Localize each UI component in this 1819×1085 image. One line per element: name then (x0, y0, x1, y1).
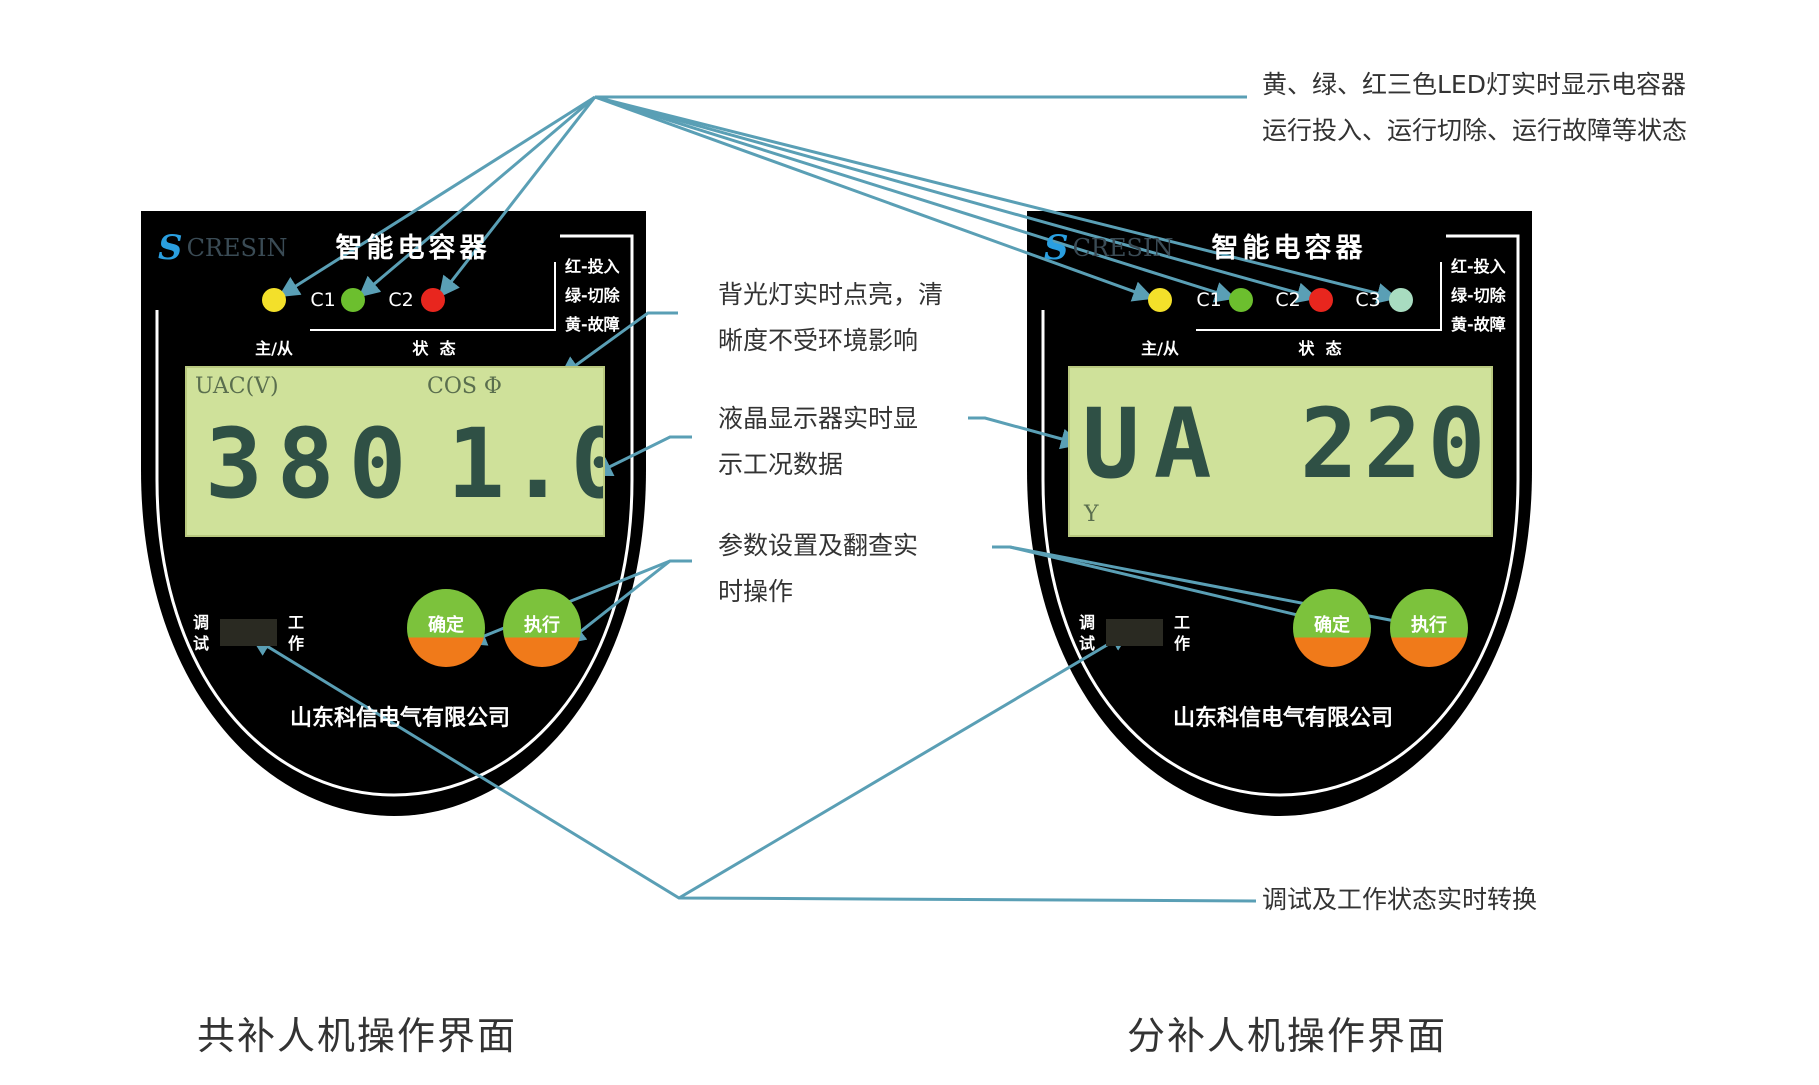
lcd-value-cos: 1.00 (447, 408, 603, 520)
annotation-params: 参数设置及翻查实 时操作 (718, 523, 918, 615)
led-c1-green (1229, 288, 1253, 312)
confirm-button[interactable]: 确定 (1293, 589, 1371, 667)
master-slave-label: 主/从 (255, 339, 293, 358)
led-legend: 红-投入 绿-切除 黄-故障 (565, 252, 620, 339)
switch-label-debug: 调试 (1079, 613, 1096, 653)
annotation-switch: 调试及工作状态实时转换 (1262, 877, 1537, 923)
execute-button[interactable]: 执行 (503, 589, 581, 667)
switch-label-work: 工作 (1174, 613, 1191, 653)
mode-switch[interactable] (1106, 619, 1163, 646)
status-label: 状 态 (412, 339, 456, 358)
company-name: 山东科信电气有限公司 (289, 706, 511, 731)
lcd-value-phase: UA (1082, 388, 1226, 500)
legend-green: 绿-切除 (565, 286, 620, 305)
lcd-value-voltage: 380 (205, 408, 421, 520)
legend-green: 绿-切除 (1451, 286, 1506, 305)
lcd-value-voltage: 220 (1300, 388, 1492, 500)
annotation-line: 运行投入、运行切除、运行故障等状态 (1262, 116, 1688, 145)
company-name: 山东科信电气有限公司 (1172, 706, 1394, 731)
led-label-c2: C2 (1275, 289, 1301, 311)
lcd-label-uac: UAC(V) (195, 374, 279, 399)
led-master-yellow (1148, 288, 1172, 312)
confirm-button[interactable]: 确定 (407, 589, 485, 667)
led-c3-pale (1389, 288, 1413, 312)
lcd-display: UAC(V) COS Φ 380 1.00 (185, 366, 605, 537)
led-master-yellow (262, 288, 286, 312)
caption-shared-compensation: 共补人机操作界面 (197, 1014, 518, 1058)
panel-title: 智能电容器 (335, 233, 491, 264)
lcd-label-y: Y (1084, 502, 1099, 527)
annotation-line: 调试及工作状态实时转换 (1262, 885, 1538, 914)
led-c1-green (341, 288, 365, 312)
led-c2-red (1309, 288, 1333, 312)
lcd-display: UA 220 Y (1068, 366, 1493, 537)
annotation-line: 晰度不受环境影响 (718, 326, 919, 355)
mode-switch[interactable] (220, 619, 277, 646)
panel-title: 智能电容器 (1211, 233, 1367, 264)
legend-red: 红-投入 (1451, 257, 1506, 276)
annotation-line: 参数设置及翻查实 (718, 531, 919, 560)
led-label-c3: C3 (1355, 289, 1381, 311)
legend-yellow: 黄-故障 (1451, 315, 1506, 334)
execute-button[interactable]: 执行 (1390, 589, 1468, 667)
legend-yellow: 黄-故障 (565, 315, 620, 334)
led-label-c1: C1 (310, 289, 336, 311)
annotation-line: 背光灯实时点亮，清 (718, 280, 944, 309)
annotation-backlight: 背光灯实时点亮，清 晰度不受环境影响 (718, 272, 943, 364)
annotation-line: 示工况数据 (718, 450, 844, 479)
status-label: 状 态 (1298, 339, 1342, 358)
annotation-line: 黄、绿、红三色LED灯实时显示电容器 (1262, 70, 1686, 99)
switch-label-debug: 调试 (193, 613, 210, 653)
annotation-led: 黄、绿、红三色LED灯实时显示电容器 运行投入、运行切除、运行故障等状态 (1262, 62, 1687, 154)
legend-red: 红-投入 (565, 257, 620, 276)
led-label-c1: C1 (1196, 289, 1222, 311)
annotation-line: 时操作 (718, 577, 794, 606)
annotation-lcd: 液晶显示器实时显 示工况数据 (718, 396, 918, 488)
lcd-label-cos: COS Φ (427, 374, 502, 399)
switch-label-work: 工作 (288, 613, 305, 653)
led-c2-red (421, 288, 445, 312)
caption-split-compensation: 分补人机操作界面 (1127, 1014, 1448, 1058)
master-slave-label: 主/从 (1141, 339, 1179, 358)
led-label-c2: C2 (388, 289, 414, 311)
led-legend: 红-投入 绿-切除 黄-故障 (1451, 252, 1506, 339)
annotation-line: 液晶显示器实时显 (718, 404, 919, 433)
callout-lines (250, 95, 1424, 903)
